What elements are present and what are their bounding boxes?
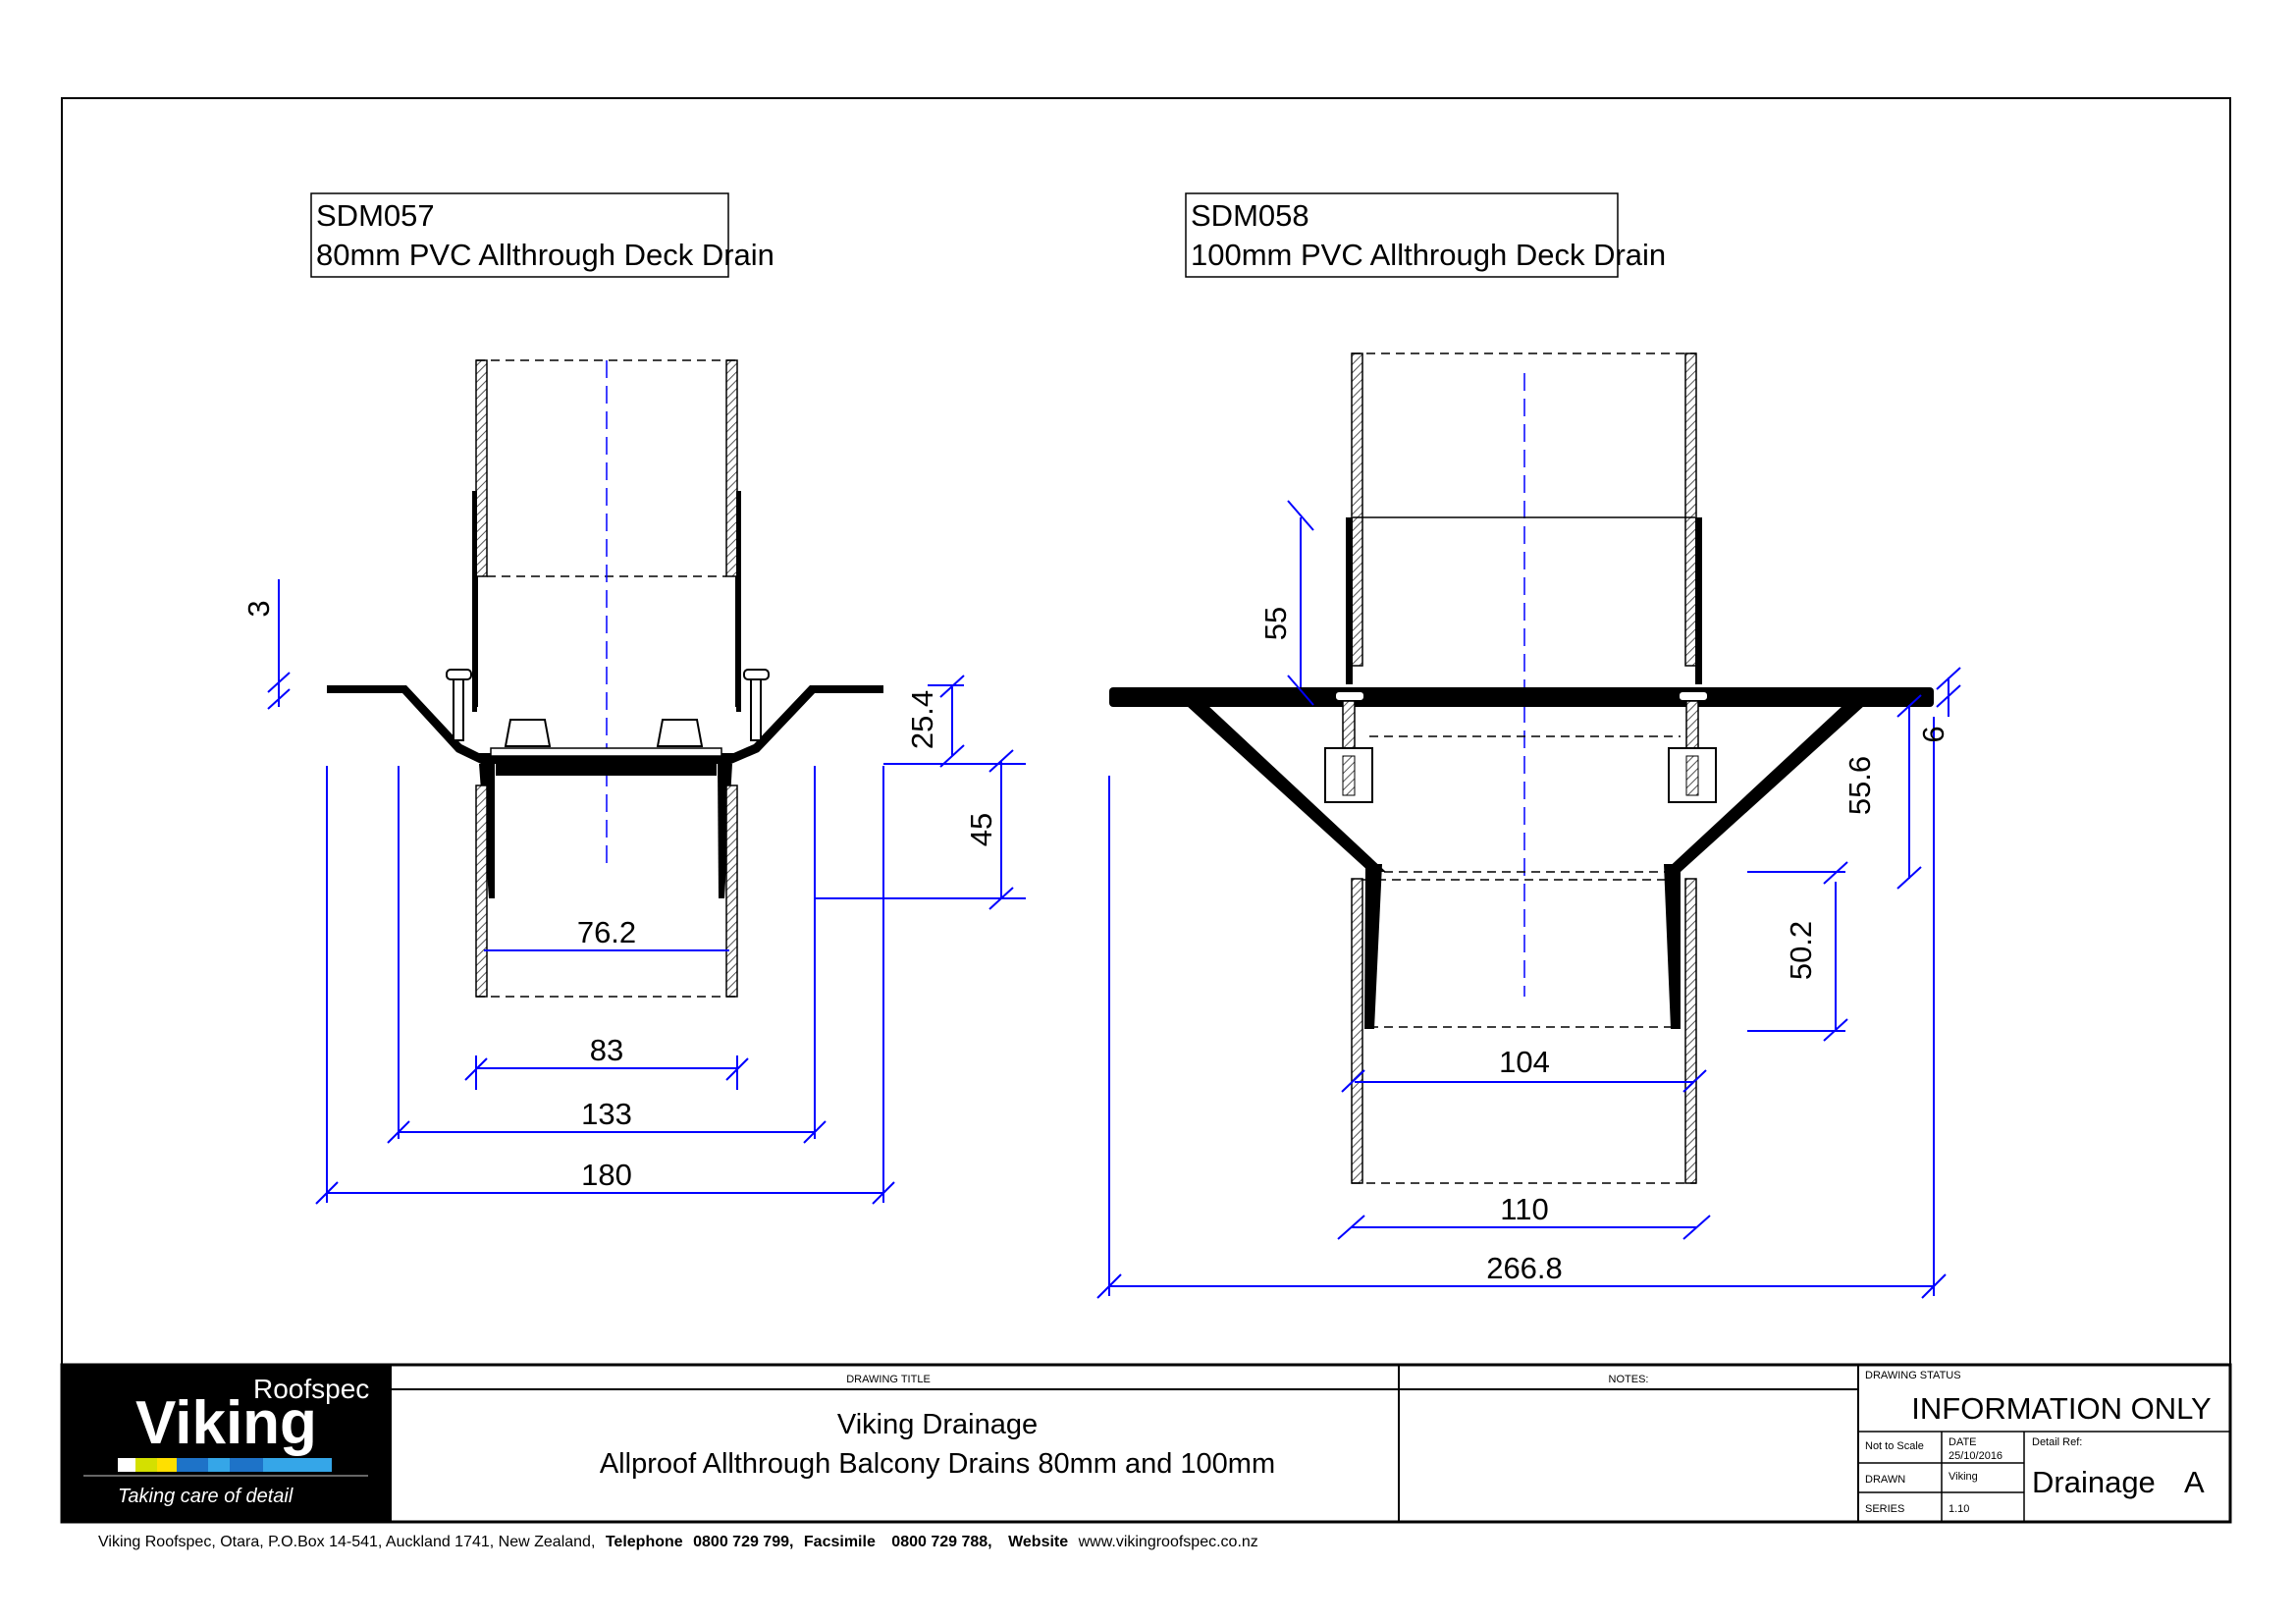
ref-name: Drainage	[2032, 1465, 2156, 1499]
series-label: SERIES	[1865, 1503, 1904, 1515]
funnel-left-100	[1186, 705, 1386, 872]
lower-pipe-wall-right	[725, 784, 738, 998]
dim-110: 110	[1500, 1192, 1548, 1226]
dim-3: 3	[241, 600, 276, 617]
label-box-80mm	[310, 192, 729, 278]
footer-line: Viking Roofspec, Otara, P.O.Box 14-541, …	[98, 1534, 1258, 1550]
screw-head-right-100	[1678, 690, 1709, 702]
flange-80mm	[327, 685, 883, 776]
detail-100mm: SDM058 100mm PVC Allthrough Deck Drain	[1096, 192, 1961, 1299]
detail-name-80mm: 80mm PVC Allthrough Deck Drain	[316, 238, 774, 272]
dimensions-80mm	[267, 579, 1026, 1205]
lower-pipe-wall-left-100	[1351, 878, 1363, 1184]
sleeve-left	[472, 491, 477, 712]
viking-logo: Roofspec Viking Taking care of detail	[62, 1365, 391, 1522]
detail-name-100mm: 100mm PVC Allthrough Deck Drain	[1191, 238, 1666, 272]
dim-45: 45	[964, 813, 998, 846]
dim-55-6: 55.6	[1842, 756, 1877, 815]
upper-pipe-wall-left-100	[1351, 352, 1363, 667]
dim-55: 55	[1258, 607, 1293, 640]
footer-tel-value: 0800 729 799,	[693, 1534, 793, 1550]
screw-head-right	[743, 669, 770, 680]
drawing-title-label: DRAWING TITLE	[846, 1374, 931, 1385]
logo-sub: Roofspec	[253, 1374, 369, 1404]
detail-80mm: SDM057 80mm PVC Allthrough Deck Drain	[241, 192, 1026, 1205]
dim-6: 6	[1916, 726, 1950, 742]
ref-letter: A	[2184, 1465, 2205, 1499]
status-label: DRAWING STATUS	[1865, 1370, 1961, 1381]
drawn-value: Viking	[1949, 1471, 1978, 1483]
detail-code-80mm: SDM057	[316, 198, 435, 233]
sleeve-right	[736, 491, 741, 712]
footer-web-label: Website	[1008, 1534, 1068, 1550]
dim-133: 133	[581, 1097, 632, 1131]
grate-clip-left	[504, 719, 552, 747]
notes-label: NOTES:	[1609, 1374, 1649, 1385]
upper-pipe-wall-right	[725, 359, 738, 577]
dim-50-2: 50.2	[1784, 921, 1818, 980]
detail-code-100mm: SDM058	[1191, 198, 1309, 233]
screw-head-left	[446, 669, 472, 680]
dim-25-4: 25.4	[905, 690, 939, 749]
status-value: INFORMATION ONLY	[1911, 1391, 2211, 1426]
lower-pipe-wall-left	[475, 784, 488, 998]
drawing-title-line2: Allproof Allthrough Balcony Drains 80mm …	[600, 1448, 1275, 1480]
footer-web-value[interactable]: www.vikingroofspec.co.nz	[1078, 1534, 1258, 1550]
funnel-right-100	[1664, 705, 1865, 872]
dim-104: 104	[1499, 1045, 1550, 1079]
footer-fax-value: 0800 729 788,	[891, 1534, 991, 1550]
dim-83: 83	[590, 1033, 623, 1067]
scale-label: Not to Scale	[1865, 1440, 1924, 1452]
upper-pipe-wall-right-100	[1684, 352, 1697, 667]
flange-plate-100	[1109, 687, 1934, 707]
series-value: 1.10	[1949, 1503, 1969, 1515]
logo-brand: Viking	[135, 1389, 317, 1457]
footer-tel-label: Telephone	[606, 1534, 683, 1550]
lower-pipe-wall-right-100	[1684, 878, 1697, 1184]
logo-stripe	[118, 1458, 332, 1472]
sleeve-right-100	[1695, 517, 1702, 684]
sleeve-left-100	[1346, 517, 1353, 684]
dim-266-8: 266.8	[1486, 1251, 1563, 1285]
dim-180: 180	[581, 1158, 632, 1192]
upper-pipe-wall-left	[475, 359, 488, 577]
date-value: 25/10/2016	[1949, 1450, 2002, 1462]
grate-clip-right	[656, 719, 704, 747]
dim-76-2: 76.2	[577, 915, 636, 949]
date-label: DATE	[1949, 1436, 1977, 1448]
footer-fax-label: Facsimile	[804, 1534, 876, 1550]
logo-tagline: Taking care of detail	[118, 1486, 294, 1507]
outlet-right-100	[1664, 864, 1681, 1029]
sheet-border	[61, 97, 2231, 1523]
dimensions-100mm	[1096, 500, 1961, 1299]
footer-address: Viking Roofspec, Otara, P.O.Box 14-541, …	[98, 1534, 595, 1550]
drawing-title-line1: Viking Drainage	[837, 1409, 1038, 1440]
grate-bar	[490, 747, 722, 757]
outlet-left-100	[1364, 864, 1382, 1029]
detail-ref-label: Detail Ref:	[2032, 1436, 2082, 1448]
drawn-label: DRAWN	[1865, 1474, 1905, 1486]
label-box-100mm	[1185, 192, 1619, 278]
screw-shaft-left	[453, 678, 464, 741]
title-block: Roofspec Viking Taking care of detail DR…	[60, 1363, 2232, 1524]
screw-shaft-right	[750, 678, 762, 741]
flange-inner-80mm	[411, 698, 804, 755]
screw-head-left-100	[1334, 690, 1365, 702]
